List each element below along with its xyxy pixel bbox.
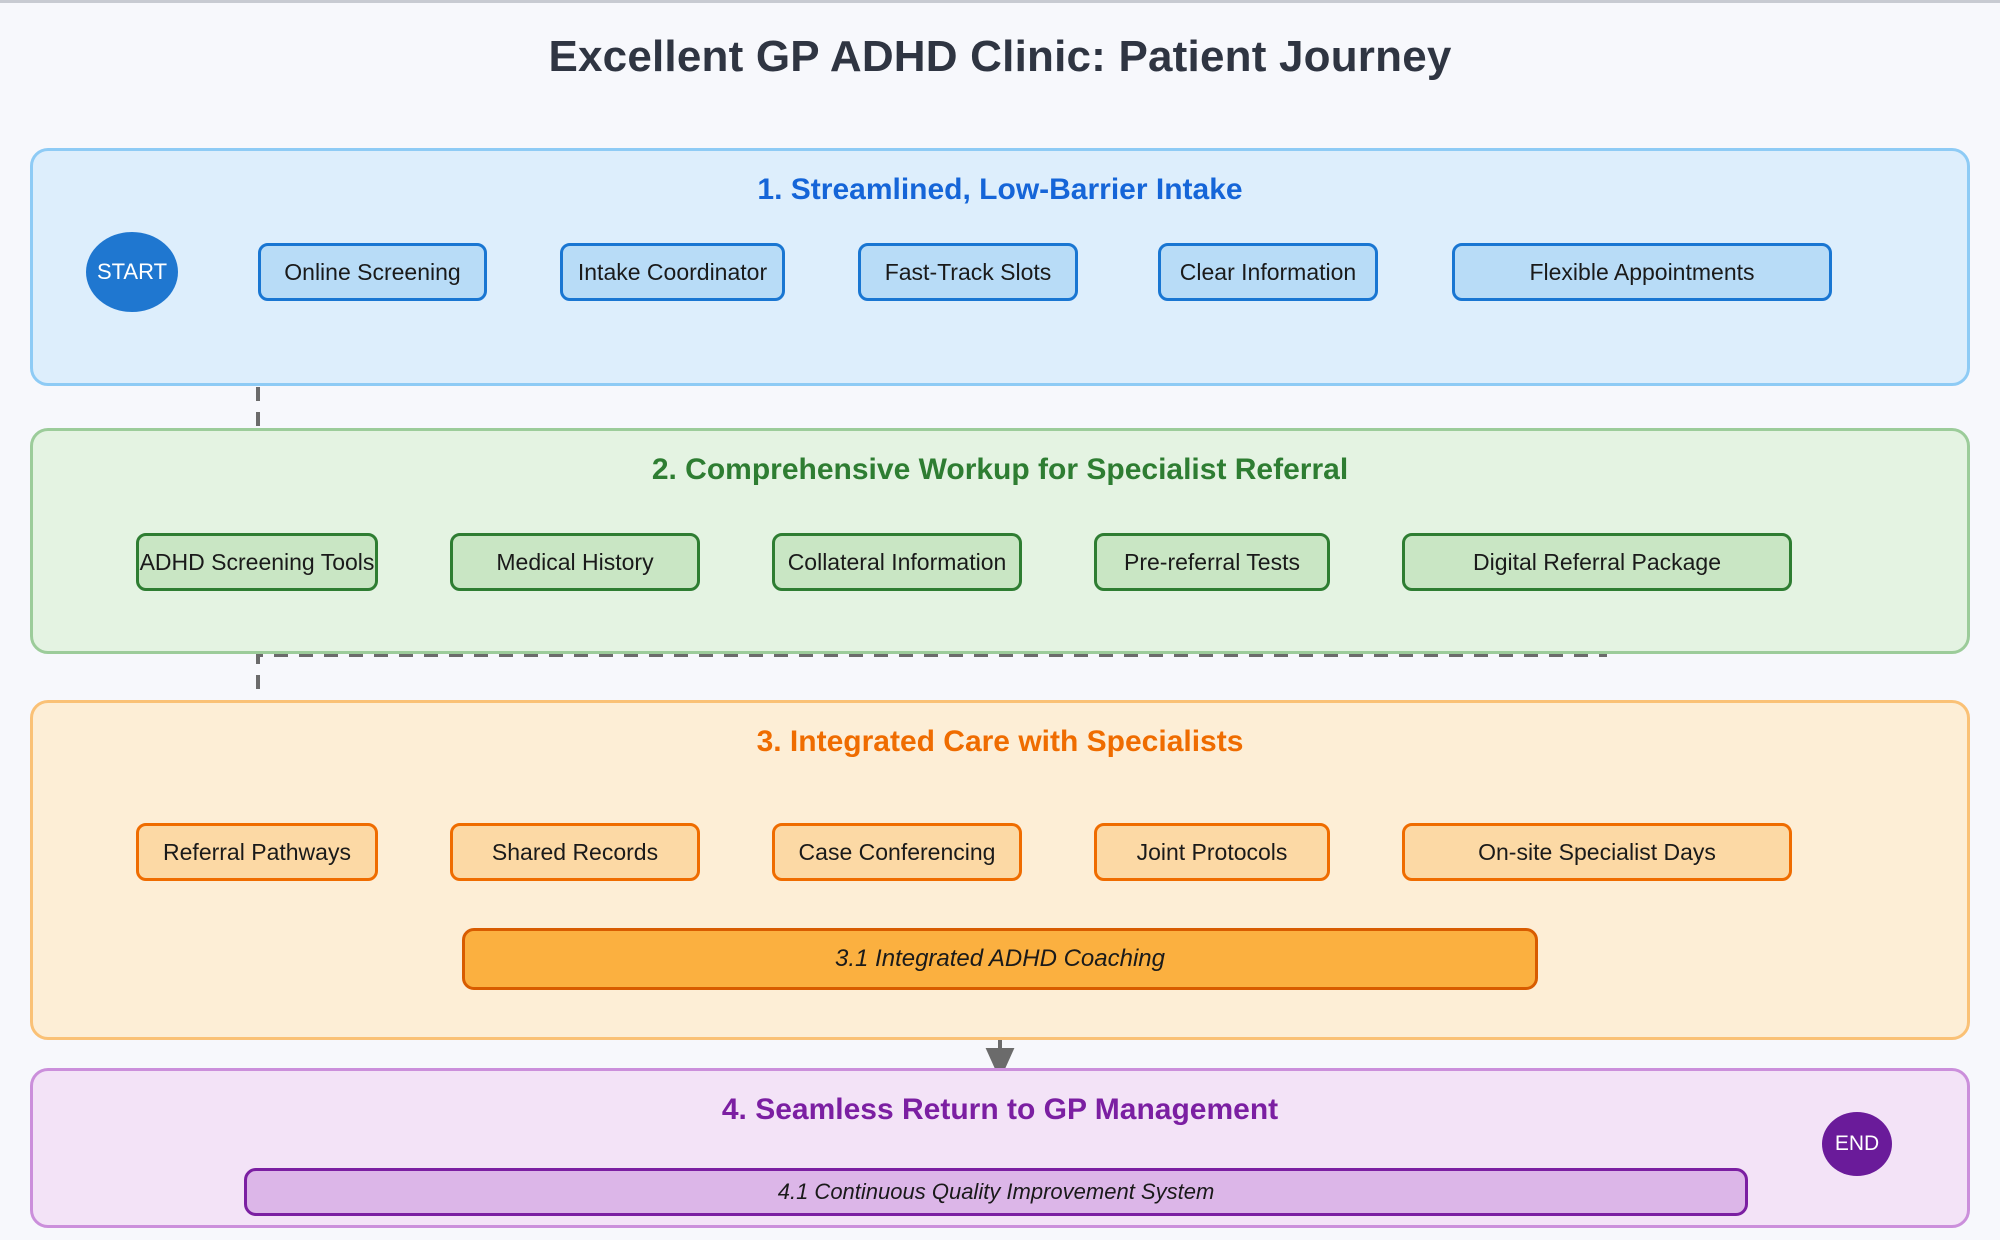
end-terminal: END [1822,1112,1892,1176]
phase-2-title: 2. Comprehensive Workup for Specialist R… [651,453,1349,486]
node-clear-information[interactable]: Clear Information [1158,243,1378,301]
node-continuous-quality-improvement[interactable]: 4.1 Continuous Quality Improvement Syste… [244,1168,1748,1216]
end-label: END [1834,1132,1880,1155]
node-label: Intake Coordinator [577,258,768,285]
node-joint-protocols[interactable]: Joint Protocols [1094,823,1330,881]
node-label: Case Conferencing [798,838,996,865]
node-label: 3.1 Integrated ADHD Coaching [835,945,1165,972]
start-terminal: START [86,232,178,312]
node-case-conferencing[interactable]: Case Conferencing [772,823,1022,881]
phase-1-title: 1. Streamlined, Low-Barrier Intake [757,173,1243,206]
node-label: Referral Pathways [163,838,351,865]
node-label: Online Screening [284,258,461,285]
node-label: Pre-referral Tests [1124,548,1300,575]
node-pre-referral-tests[interactable]: Pre-referral Tests [1094,533,1330,591]
node-label: Collateral Information [787,548,1007,575]
node-collateral-information[interactable]: Collateral Information [772,533,1022,591]
node-label: Clear Information [1179,258,1357,285]
node-medical-history[interactable]: Medical History [450,533,700,591]
node-flexible-appointments[interactable]: Flexible Appointments [1452,243,1832,301]
node-shared-records[interactable]: Shared Records [450,823,700,881]
node-label: Shared Records [491,838,659,865]
node-adhd-screening-tools[interactable]: ADHD Screening Tools [136,533,378,591]
page-title: Excellent GP ADHD Clinic: Patient Journe… [548,32,1452,81]
node-label: Fast-Track Slots [884,258,1052,285]
phase-3-title: 3. Integrated Care with Specialists [756,725,1244,758]
node-label: 4.1 Continuous Quality Improvement Syste… [777,1179,1215,1204]
node-online-screening[interactable]: Online Screening [258,243,487,301]
node-intake-coordinator[interactable]: Intake Coordinator [560,243,785,301]
start-label: START [96,259,168,284]
node-label: On-site Specialist Days [1478,838,1716,865]
node-referral-pathways[interactable]: Referral Pathways [136,823,378,881]
node-integrated-adhd-coaching[interactable]: 3.1 Integrated ADHD Coaching [462,928,1538,990]
top-divider [0,0,2000,3]
node-label: Digital Referral Package [1472,548,1721,575]
phase-4-title: 4. Seamless Return to GP Management [721,1093,1279,1126]
node-digital-referral-package[interactable]: Digital Referral Package [1402,533,1792,591]
node-label: Joint Protocols [1136,838,1288,865]
node-onsite-specialist-days[interactable]: On-site Specialist Days [1402,823,1792,881]
node-label: Flexible Appointments [1529,258,1755,285]
node-label: ADHD Screening Tools [139,548,375,575]
node-fast-track-slots[interactable]: Fast-Track Slots [858,243,1078,301]
node-label: Medical History [496,548,654,575]
